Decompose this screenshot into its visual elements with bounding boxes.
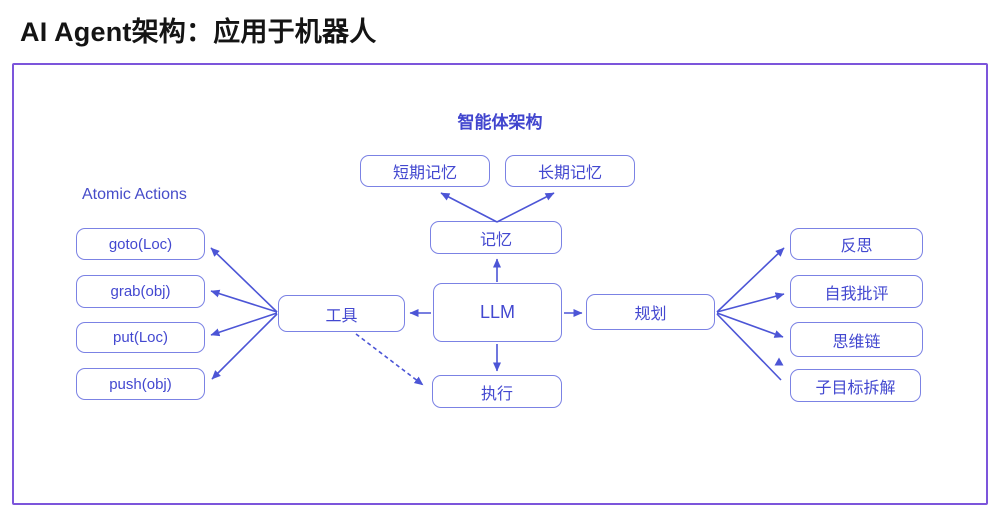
node-grab-action: grab(obj) [76, 275, 205, 308]
node-tools: 工具 [278, 295, 405, 332]
node-put-action: put(Loc) [76, 322, 205, 353]
node-llm: LLM [433, 283, 562, 342]
node-planning: 规划 [586, 294, 715, 330]
atomic-actions-label: Atomic Actions [82, 186, 187, 203]
node-memory: 记忆 [430, 221, 562, 254]
node-push-action: push(obj) [76, 368, 205, 400]
node-chain-of-thought: 思维链 [790, 322, 923, 357]
node-self-criticism: 自我批评 [790, 275, 923, 308]
diagram-heading: 智能体架构 [457, 113, 543, 132]
node-short-term-memory: 短期记忆 [360, 155, 490, 187]
node-execute: 执行 [432, 375, 562, 408]
page-title: AI Agent架构：应用于机器人 [20, 17, 377, 47]
node-subgoal-decomposition: 子目标拆解 [790, 369, 921, 402]
node-long-term-memory: 长期记忆 [505, 155, 635, 187]
node-goto-action: goto(Loc) [76, 228, 205, 260]
node-reflection: 反思 [790, 228, 923, 260]
